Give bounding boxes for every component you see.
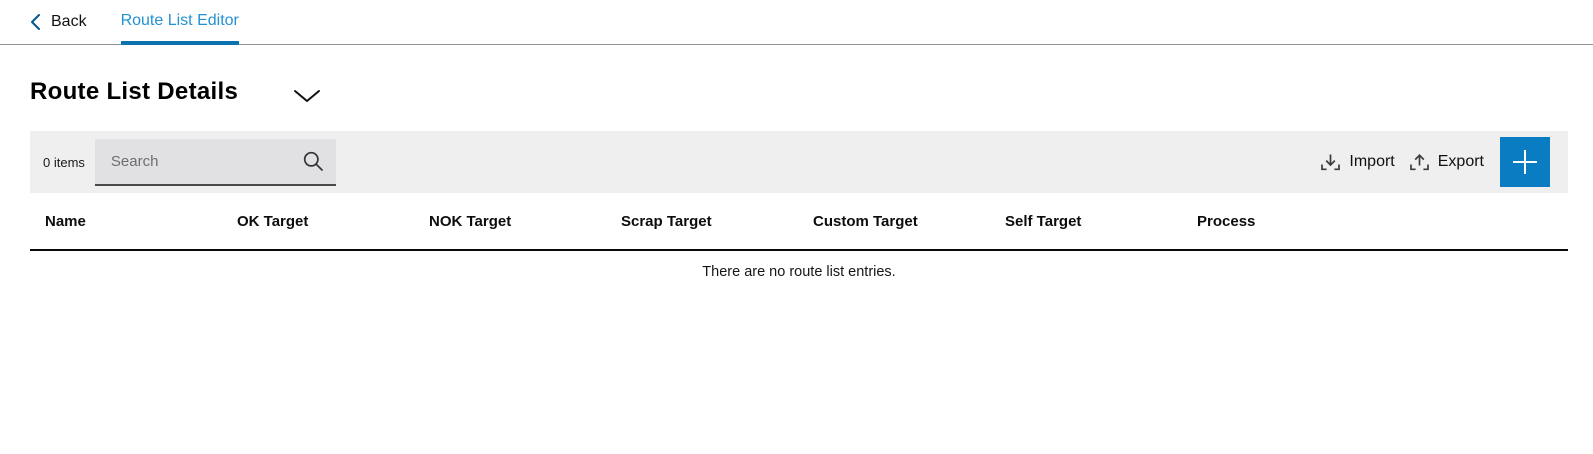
import-label: Import bbox=[1349, 153, 1395, 170]
title-row: Route List Details bbox=[30, 77, 1563, 106]
export-label: Export bbox=[1437, 153, 1484, 170]
export-button[interactable]: Export bbox=[1409, 152, 1484, 172]
back-button[interactable]: Back bbox=[30, 0, 87, 44]
column-header-ok-target: OK Target bbox=[237, 212, 309, 230]
table-header-row: Name OK Target NOK Target Scrap Target C… bbox=[30, 193, 1568, 251]
upload-icon bbox=[1409, 152, 1430, 172]
add-button[interactable] bbox=[1500, 137, 1550, 187]
column-header-custom-target: Custom Target bbox=[813, 212, 918, 230]
search-box[interactable] bbox=[94, 138, 336, 186]
chevron-left-icon bbox=[30, 13, 41, 31]
tab-route-list-editor[interactable]: Route List Editor bbox=[120, 0, 239, 45]
table-toolbar: 0 items Import bbox=[30, 131, 1568, 193]
top-navigation: Back Route List Editor bbox=[0, 0, 1593, 45]
import-button[interactable]: Import bbox=[1320, 152, 1395, 172]
magnifier-icon[interactable] bbox=[302, 150, 324, 172]
search-input[interactable] bbox=[94, 152, 298, 170]
column-header-process: Process bbox=[1197, 212, 1256, 230]
column-header-nok-target: NOK Target bbox=[429, 212, 512, 230]
back-label: Back bbox=[51, 13, 87, 30]
route-list-table: Name OK Target NOK Target Scrap Target C… bbox=[30, 193, 1568, 292]
column-header-scrap-target: Scrap Target bbox=[621, 212, 712, 230]
column-header-self-target: Self Target bbox=[1005, 212, 1082, 230]
page-title: Route List Details bbox=[30, 77, 239, 105]
plus-icon bbox=[1510, 147, 1540, 177]
column-header-name: Name bbox=[45, 212, 86, 230]
download-icon bbox=[1320, 152, 1341, 172]
tab-label: Route List Editor bbox=[120, 11, 239, 29]
chevron-down-icon[interactable] bbox=[293, 89, 321, 103]
empty-state-message: There are no route list entries. bbox=[702, 264, 896, 280]
items-count: 0 items bbox=[43, 154, 85, 170]
